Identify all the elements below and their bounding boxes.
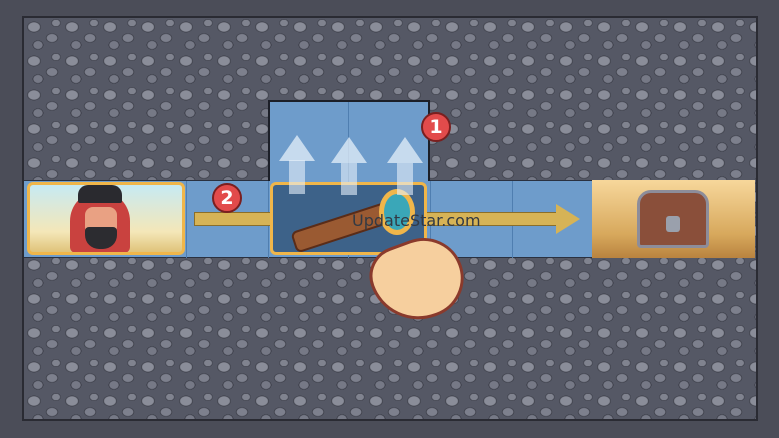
up-arrow-icon <box>387 137 423 163</box>
lock-icon <box>666 216 680 232</box>
right-arrow-icon <box>556 204 580 234</box>
step-badge-2: 2 <box>212 183 242 213</box>
treasure-chest-tile <box>592 180 755 258</box>
up-arrow-icon <box>279 135 315 161</box>
up-arrow-shaft <box>341 163 357 195</box>
cell-divider <box>186 181 187 258</box>
up-arrow-shaft <box>289 160 305 194</box>
up-arrow-icon <box>331 137 367 163</box>
step-badge-1: 1 <box>421 112 451 142</box>
watermark: UpdateStar.com <box>352 211 481 230</box>
pirate-beard <box>85 227 117 249</box>
pirate-tile[interactable] <box>27 182 185 255</box>
pirate-hat <box>78 185 122 203</box>
up-arrow-shaft <box>397 163 413 195</box>
